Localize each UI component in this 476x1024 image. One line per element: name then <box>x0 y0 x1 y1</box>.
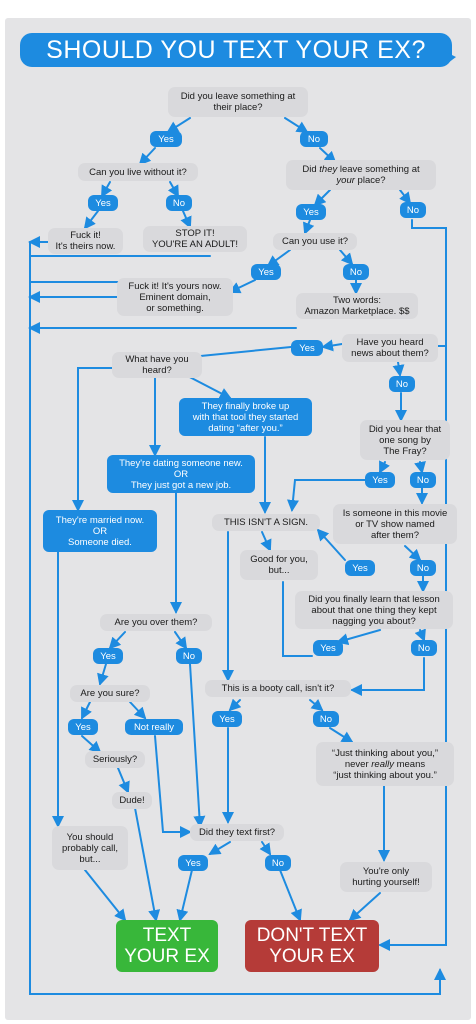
answer-no-booty: No <box>313 711 339 727</box>
brand-logo: CollegeHumor <box>189 1 287 15</box>
answer-no-lesson: No <box>411 640 437 656</box>
answer-not-really: Not really <box>125 719 183 735</box>
good-for-you: Good for you, but... <box>240 550 318 580</box>
question-are-sure: Are you sure? <box>70 685 150 702</box>
answer-married: They're married now. OR Someone died. <box>43 510 157 552</box>
question-booty-call: This is a booty call, isn't it? <box>205 680 351 697</box>
question-what-heard: What have you heard? <box>112 352 202 378</box>
question-can-use: Can you use it? <box>273 233 357 250</box>
question-text-first: Did they text first? <box>190 824 284 841</box>
answer-no-over: No <box>176 648 202 664</box>
question-the-fray: Did you hear that one song by The Fray? <box>360 420 450 460</box>
question-they-leave: Did they leave something at your place? <box>286 160 436 190</box>
chart-title: SHOULD YOU TEXT YOUR EX? <box>20 33 452 67</box>
fuck-it-theirs: Fuck it! It's theirs now. <box>48 228 123 254</box>
answer-yes-can-use: Yes <box>251 264 281 280</box>
question-live-without: Can you live without it? <box>78 163 198 181</box>
hurting-yourself: You're only hurting yourself! <box>340 862 432 892</box>
question-lesson: Did you finally learn that lesson about … <box>295 591 453 629</box>
answer-yes-heard-news: Yes <box>291 340 323 356</box>
answer-yes-fray: Yes <box>365 472 395 488</box>
speech-bubble-tail <box>444 51 456 66</box>
answer-no-can-use: No <box>343 264 369 280</box>
question-leave-something: Did you leave something at their place? <box>168 87 308 117</box>
answer-no-they-leave: No <box>400 202 426 218</box>
fuck-it-yours: Fuck it! It's yours now. Eminent domain,… <box>117 278 233 316</box>
question-heard-news: Have you heard news about them? <box>342 334 438 362</box>
answer-no-fray: No <box>410 472 436 488</box>
question-movie: Is someone in this movie or TV show name… <box>333 504 457 544</box>
answer-yes-booty: Yes <box>212 711 242 727</box>
dude: Dude! <box>112 792 152 809</box>
answer-no-movie: No <box>410 560 436 576</box>
answer-yes-leave: Yes <box>150 131 182 147</box>
answer-yes-text-first: Yes <box>178 855 208 871</box>
question-over-them: Are you over them? <box>100 614 212 631</box>
not-a-sign: THIS ISN'T A SIGN. <box>212 514 320 531</box>
final-dont-text-your-ex: DON'T TEXT YOUR EX <box>245 920 379 972</box>
answer-yes-over: Yes <box>93 648 123 664</box>
answer-no-leave: No <box>300 131 328 147</box>
stop-it: STOP IT! YOU'RE AN ADULT! <box>143 226 247 252</box>
answer-no-text-first: No <box>265 855 291 871</box>
answer-yes-they-leave: Yes <box>296 204 326 220</box>
answer-yes-sure: Yes <box>68 719 98 735</box>
probably-call: You should probably call, but... <box>52 826 128 870</box>
just-thinking: “Just thinking about you,” never really … <box>316 742 454 786</box>
answer-yes-movie: Yes <box>345 560 375 576</box>
answer-yes-lesson: Yes <box>313 640 343 656</box>
final-text-your-ex: TEXT YOUR EX <box>116 920 218 972</box>
answer-broke-up: They finally broke up with that tool the… <box>179 398 312 436</box>
answer-no-live: No <box>166 195 192 211</box>
two-words: Two words: Amazon Marketplace. $$ <box>296 293 418 319</box>
answer-dating-new: They're dating someone new. OR They just… <box>107 455 255 493</box>
answer-yes-live: Yes <box>88 195 118 211</box>
seriously: Seriously? <box>85 751 145 768</box>
answer-no-heard-news: No <box>389 376 415 392</box>
